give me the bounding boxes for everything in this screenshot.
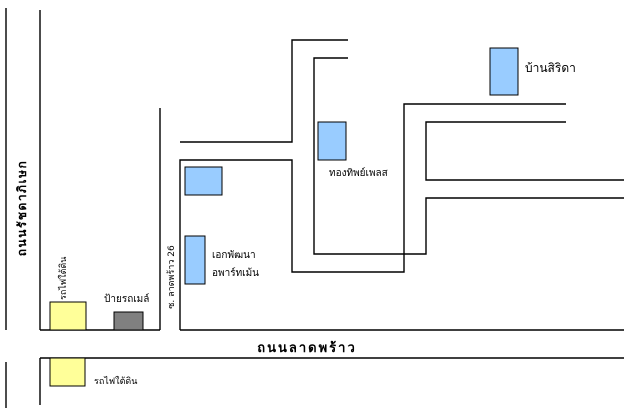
subway-north-label: รถไฟใต้ดิน [58,257,69,300]
bus-stop-label: ป้ายรถเมล์ [104,293,149,305]
ratchada-road-label: ถนนรัชดาภิเษก [15,160,29,256]
baan-sirida-building [489,47,519,96]
subway-entrance-south [49,357,86,387]
latphrao-road-label: ถนนลาดพร้าว [257,340,357,356]
thongthip-building [317,121,347,161]
soi-north-branch-inner [313,57,386,255]
ekpattana-label-line2: อพาร์ทเม้น [212,267,259,279]
soi-north-branch-outer [180,39,348,143]
soi-east-outline [179,103,566,330]
building-unlabeled [184,166,223,196]
soi-label: ซ. ลาดพร้าว 26 [166,245,177,309]
baan-sirida-label: บ้านสิริดา [525,61,576,75]
bus-stop-shelter [113,311,144,331]
soi-east-branch-upper [425,121,624,181]
ekpattana-label-line1: เอกพัฒนา [212,250,256,261]
soi-east-branch-lower [386,197,624,255]
subway-entrance-north [49,301,87,331]
subway-south-label: รถไฟใต้ดิน [94,376,137,387]
ekpattana-building [184,235,206,285]
thongthip-label: ทองทิพย์เพลส [329,167,388,179]
